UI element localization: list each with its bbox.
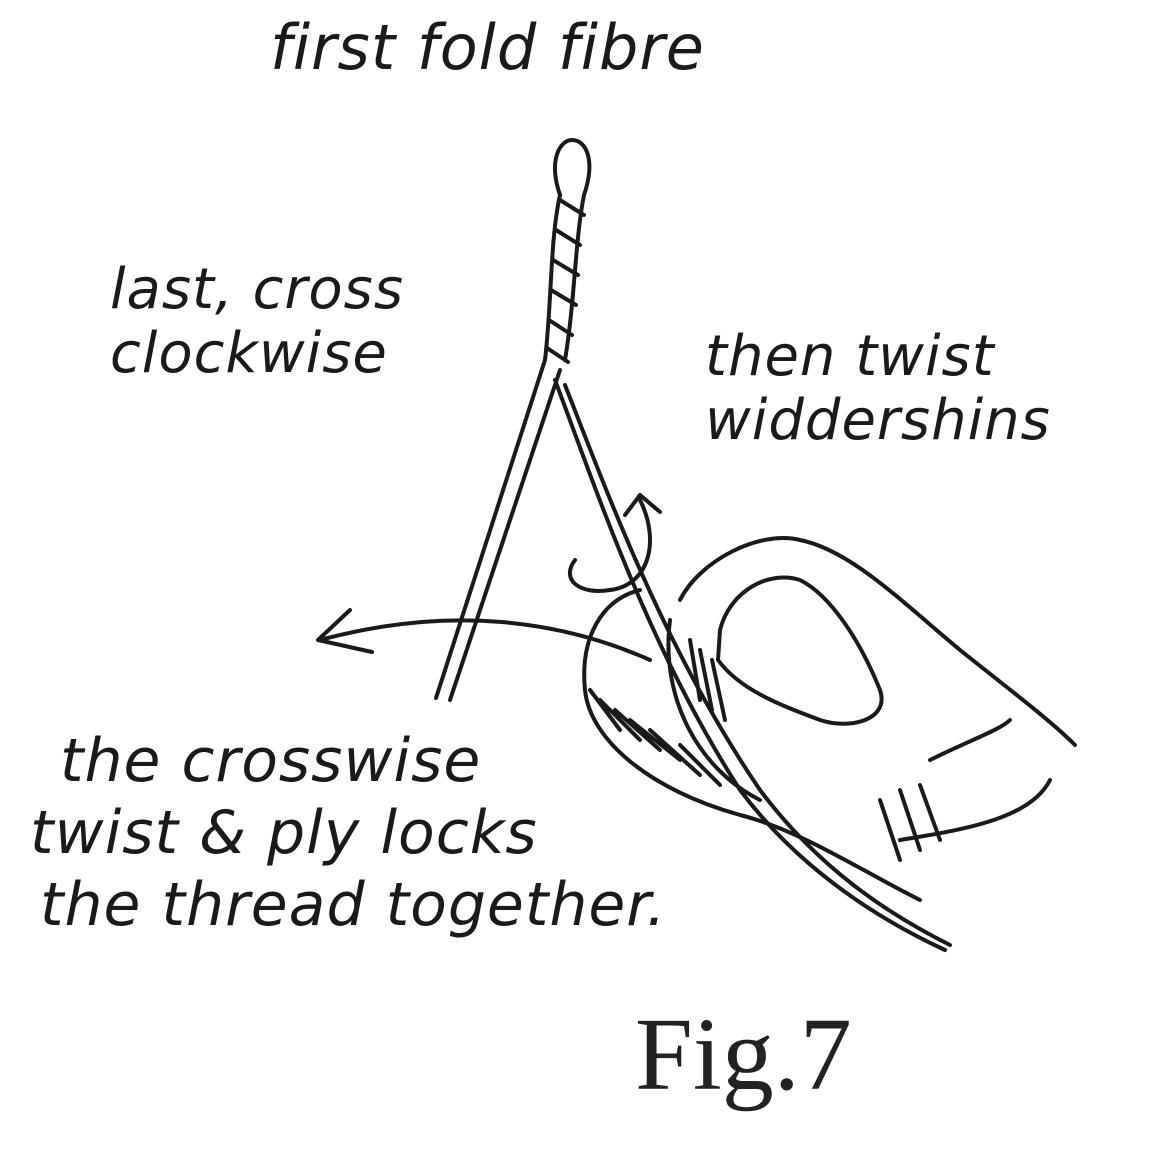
widdershins-arrow-icon [567,493,662,593]
label-then-twist-widdershins: then twist widdershins [705,324,1051,454]
label-line: the crosswise [60,726,482,796]
thread-right-strand [553,378,952,952]
label-last-cross-clockwise: last, cross clockwise [110,257,405,387]
label-line: twist & ply locks [30,798,538,868]
twisted-thread-loop [543,138,592,364]
thumb [582,536,1077,902]
label-line: clockwise [110,321,388,387]
label-line: the thread together. [40,870,667,940]
thread-left-strand [434,358,562,702]
diagram-title: first fold fibre [270,11,705,84]
label-crosswise-twist-note: the crosswise twist & ply locks the thre… [30,725,667,941]
label-line: then twist [705,324,995,389]
clockwise-cross-arrow-icon [316,608,652,662]
figure-label: Fig.7 [635,997,852,1112]
label-line: widdershins [705,388,1051,454]
label-line: last, cross [110,257,405,322]
